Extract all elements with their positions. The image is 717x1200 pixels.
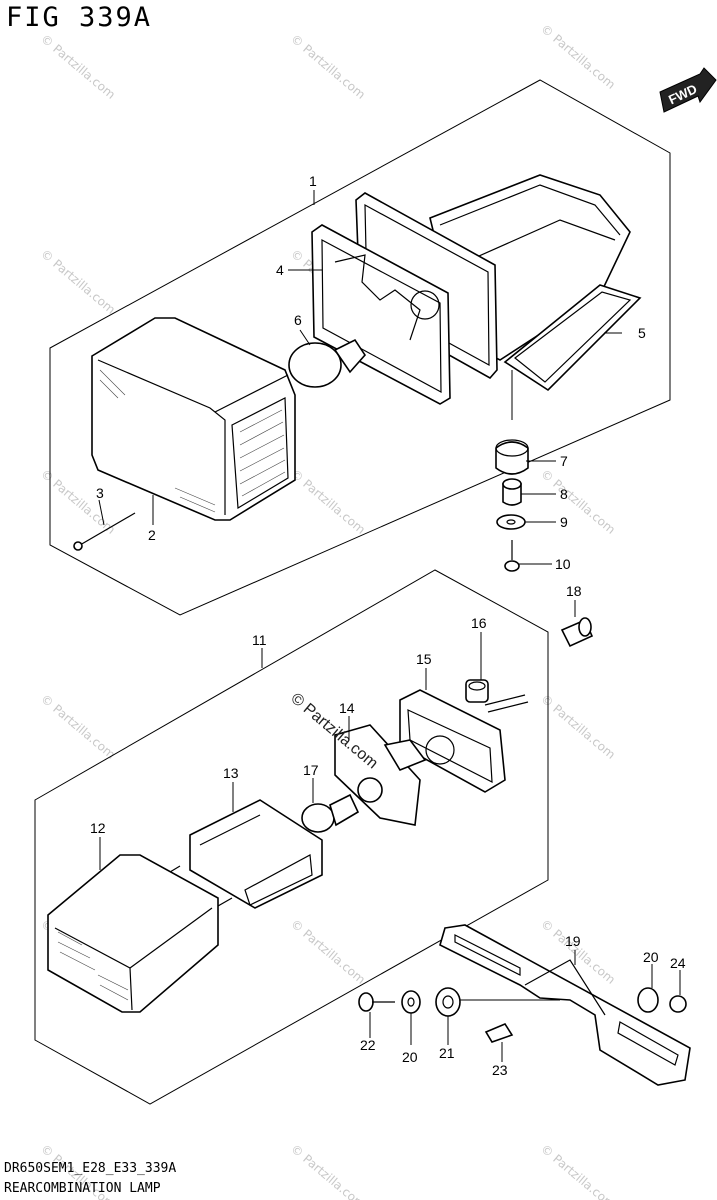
- part-label-17: 17: [303, 762, 319, 778]
- part-label-14: 14: [339, 700, 355, 716]
- lens-2: [91, 317, 296, 521]
- figure-name: REARCOMBINATION LAMP: [4, 1181, 161, 1196]
- part-label-3: 3: [96, 485, 104, 501]
- bulb-17: [301, 793, 360, 833]
- part-label-21: 21: [439, 1045, 455, 1061]
- watermark: © Partzilla.com: [538, 692, 618, 762]
- bracket-19: [439, 924, 691, 1086]
- watermark: © Partzilla.com: [38, 32, 118, 102]
- part-label-2: 2: [148, 527, 156, 543]
- part-label-23: 23: [492, 1062, 508, 1078]
- part-label-6: 6: [294, 312, 302, 328]
- part-label-4: 4: [276, 262, 284, 278]
- part-label-24: 24: [670, 955, 686, 971]
- assembly-frame-1: [49, 79, 671, 616]
- part-label-7: 7: [560, 453, 568, 469]
- watermark: © Partzilla.com: [538, 467, 618, 537]
- part-label-5: 5: [638, 325, 646, 341]
- watermark: © Partzilla.com: [38, 692, 118, 762]
- part-label-19: 19: [565, 933, 581, 949]
- figure-title: FIG 339A: [6, 2, 153, 33]
- fwd-arrow-icon: FWD: [659, 67, 717, 113]
- collar-8: [502, 478, 522, 506]
- part-label-20-left: 20: [402, 1049, 418, 1065]
- part-label-12: 12: [90, 820, 106, 836]
- bolt-10: [504, 540, 520, 572]
- washer-9: [496, 514, 526, 530]
- part-label-18: 18: [566, 583, 582, 599]
- watermark: © Partzilla.com: [288, 32, 368, 102]
- nut-24: [669, 995, 687, 1013]
- figure-code: DR650SEM1_E28_E33_339A: [4, 1161, 177, 1176]
- part-label-1: 1: [309, 173, 317, 189]
- clip-23: [484, 1023, 514, 1043]
- part-labels: 1 2 3 4 5 6 7 8 9 10 11 12 13 14 15 16 1…: [90, 173, 686, 1078]
- lens-12: [47, 854, 233, 1013]
- part-label-10: 10: [555, 556, 571, 572]
- part-label-13: 13: [223, 765, 239, 781]
- collar-20-right: [637, 987, 659, 1013]
- part-label-9: 9: [560, 514, 568, 530]
- watermark: © Partzilla.com: [38, 247, 118, 317]
- grommet-16: [465, 679, 489, 703]
- part-label-11: 11: [252, 632, 267, 648]
- spacer-18: [560, 617, 594, 648]
- part-label-15: 15: [416, 651, 432, 667]
- part-label-16: 16: [471, 615, 487, 631]
- label-leaders: [98, 190, 681, 1062]
- bulb-6: [288, 338, 367, 388]
- grommet-21: [435, 987, 461, 1017]
- watermark: © Partzilla.com: [538, 1142, 618, 1200]
- part-label-8: 8: [560, 486, 568, 502]
- grommet-7: [495, 439, 529, 475]
- gasket-4: [311, 224, 451, 405]
- gasket-13: [189, 799, 323, 909]
- housing-15: [399, 689, 529, 793]
- watermark: © Partzilla.com: [288, 467, 368, 537]
- watermark: © Partzilla.com: [288, 917, 368, 987]
- socket-plate-14: [334, 724, 455, 826]
- watermark: © Partzilla.com: [288, 1142, 368, 1200]
- watermark: © Partzilla.com: [538, 22, 618, 92]
- part-label-20-right: 20: [643, 949, 659, 965]
- screw-3: [73, 512, 136, 551]
- part-label-22: 22: [360, 1037, 376, 1053]
- assembly-frame-11: [34, 569, 549, 1105]
- bolt-22: [358, 992, 395, 1012]
- washer-20-left: [401, 990, 421, 1014]
